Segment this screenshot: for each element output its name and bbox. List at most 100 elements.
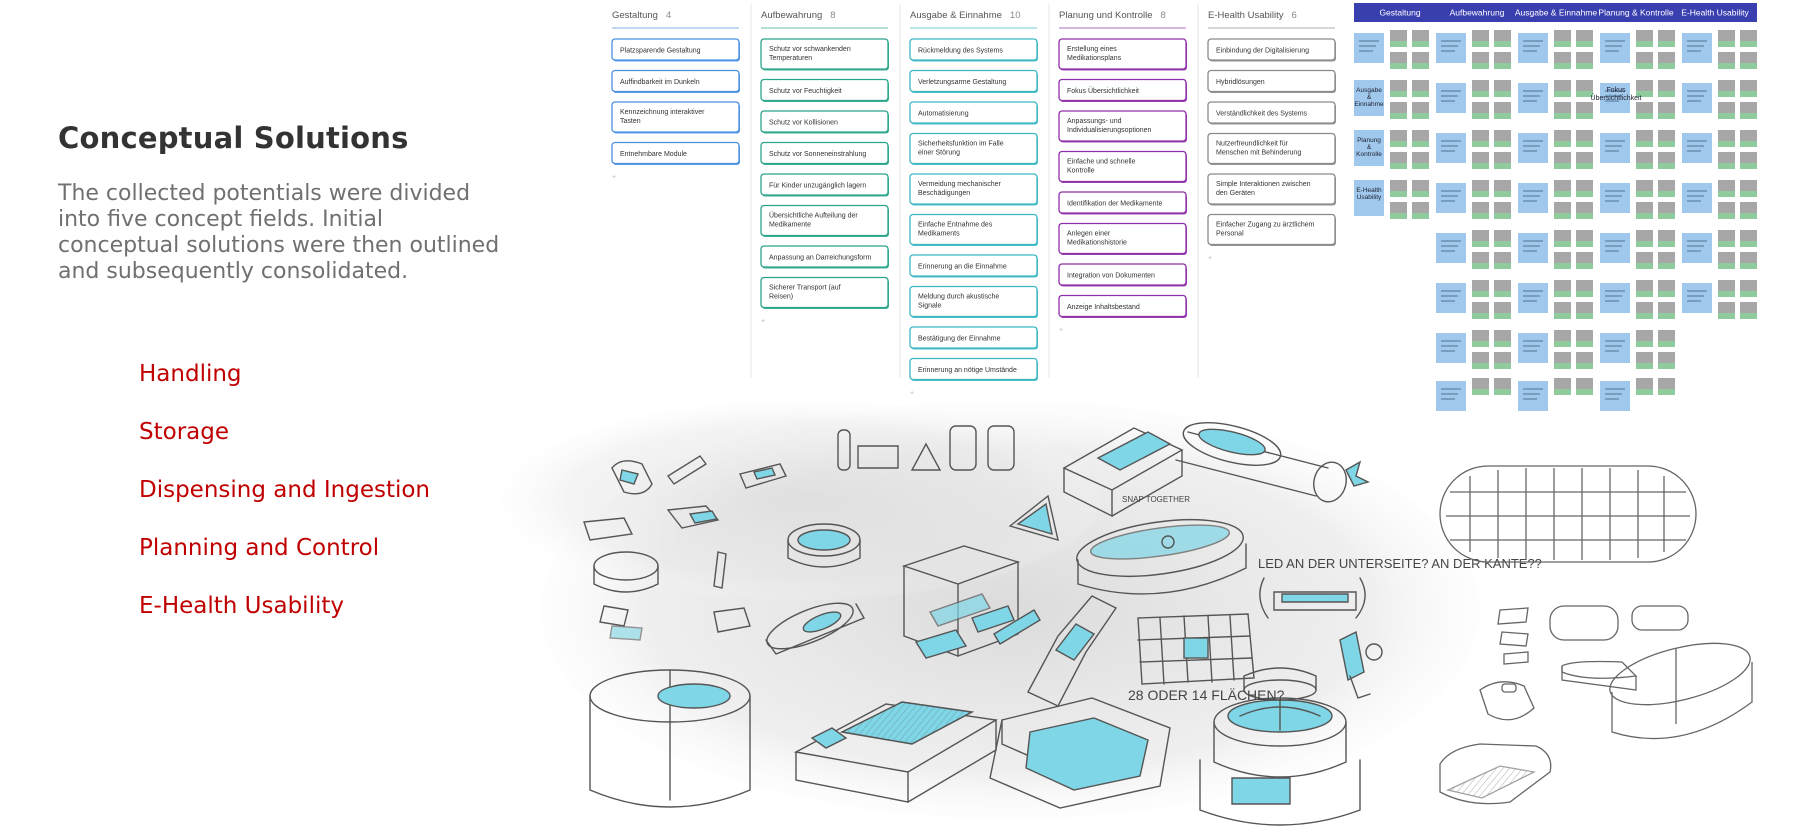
- board-card[interactable]: Entnehmbare Module: [611, 141, 740, 166]
- matrix-subnote[interactable]: [1718, 152, 1735, 169]
- matrix-subnote[interactable]: [1576, 230, 1593, 247]
- matrix-note[interactable]: [1518, 33, 1548, 63]
- matrix-subnote[interactable]: [1390, 30, 1407, 47]
- matrix-subnote[interactable]: [1636, 378, 1653, 395]
- matrix-subnote[interactable]: [1494, 180, 1511, 197]
- matrix-subnote[interactable]: [1740, 80, 1757, 97]
- column-add[interactable]: +: [1208, 255, 1212, 262]
- matrix-subnote[interactable]: [1472, 352, 1489, 369]
- matrix-subnote[interactable]: [1718, 202, 1735, 219]
- matrix-note[interactable]: [1436, 381, 1466, 411]
- matrix-subnote[interactable]: [1740, 230, 1757, 247]
- matrix-subnote[interactable]: [1494, 302, 1511, 319]
- matrix-note[interactable]: [1682, 233, 1712, 263]
- matrix-subnote[interactable]: [1740, 30, 1757, 47]
- matrix-subnote[interactable]: [1412, 152, 1429, 169]
- board-card[interactable]: Hybridlösungen: [1207, 69, 1336, 94]
- board-card[interactable]: Verletzungsarme Gestaltung: [909, 69, 1038, 94]
- matrix-subnote[interactable]: [1554, 130, 1571, 147]
- matrix-subnote[interactable]: [1412, 130, 1429, 147]
- matrix-note[interactable]: [1600, 183, 1630, 213]
- matrix-subnote[interactable]: [1554, 102, 1571, 119]
- matrix-subnote[interactable]: [1472, 280, 1489, 297]
- matrix-subnote[interactable]: [1494, 378, 1511, 395]
- matrix-subnote[interactable]: [1658, 52, 1675, 69]
- matrix-row-note[interactable]: [1354, 180, 1384, 216]
- matrix-row-note[interactable]: [1354, 80, 1384, 116]
- matrix-subnote[interactable]: [1472, 130, 1489, 147]
- matrix-subnote[interactable]: [1658, 378, 1675, 395]
- matrix-subnote[interactable]: [1472, 102, 1489, 119]
- column-add[interactable]: +: [910, 390, 914, 397]
- matrix-subnote[interactable]: [1636, 202, 1653, 219]
- matrix-subnote[interactable]: [1554, 230, 1571, 247]
- matrix-note[interactable]: [1436, 133, 1466, 163]
- matrix-note[interactable]: [1354, 83, 1384, 113]
- matrix-subnote[interactable]: [1412, 80, 1429, 97]
- matrix-subnote[interactable]: [1718, 80, 1735, 97]
- matrix-note[interactable]: [1518, 233, 1548, 263]
- matrix-subnote[interactable]: [1636, 30, 1653, 47]
- matrix-subnote[interactable]: [1494, 202, 1511, 219]
- matrix-note[interactable]: [1518, 83, 1548, 113]
- matrix-note[interactable]: [1682, 83, 1712, 113]
- matrix-subnote[interactable]: [1636, 280, 1653, 297]
- matrix-subnote[interactable]: [1494, 102, 1511, 119]
- matrix-subnote[interactable]: [1718, 280, 1735, 297]
- matrix-subnote[interactable]: [1576, 180, 1593, 197]
- matrix-subnote[interactable]: [1472, 202, 1489, 219]
- matrix-subnote[interactable]: [1472, 378, 1489, 395]
- matrix-subnote[interactable]: [1658, 230, 1675, 247]
- matrix-subnote[interactable]: [1576, 280, 1593, 297]
- matrix-subnote[interactable]: [1494, 52, 1511, 69]
- matrix-subnote[interactable]: [1718, 52, 1735, 69]
- matrix-subnote[interactable]: [1576, 152, 1593, 169]
- matrix-note[interactable]: [1518, 183, 1548, 213]
- matrix-subnote[interactable]: [1494, 330, 1511, 347]
- matrix-subnote[interactable]: [1636, 352, 1653, 369]
- matrix-subnote[interactable]: [1576, 352, 1593, 369]
- matrix-subnote[interactable]: [1554, 378, 1571, 395]
- matrix-subnote[interactable]: [1740, 130, 1757, 147]
- matrix-subnote[interactable]: [1494, 130, 1511, 147]
- matrix-note[interactable]: [1354, 183, 1384, 213]
- matrix-subnote[interactable]: [1636, 80, 1653, 97]
- matrix-note[interactable]: [1682, 133, 1712, 163]
- matrix-subnote[interactable]: [1658, 280, 1675, 297]
- matrix-note[interactable]: [1436, 233, 1466, 263]
- matrix-subnote[interactable]: [1554, 280, 1571, 297]
- matrix-note[interactable]: [1682, 283, 1712, 313]
- matrix-subnote[interactable]: [1658, 180, 1675, 197]
- matrix-subnote[interactable]: [1576, 52, 1593, 69]
- matrix-subnote[interactable]: [1740, 180, 1757, 197]
- board-card[interactable]: Erinnerung an die Einnahme: [909, 254, 1038, 278]
- matrix-subnote[interactable]: [1494, 352, 1511, 369]
- matrix-note[interactable]: [1600, 381, 1630, 411]
- matrix-note[interactable]: [1436, 183, 1466, 213]
- matrix-note[interactable]: [1518, 381, 1548, 411]
- matrix-subnote[interactable]: [1718, 102, 1735, 119]
- matrix-subnote[interactable]: [1740, 302, 1757, 319]
- matrix-subnote[interactable]: [1554, 52, 1571, 69]
- matrix-subnote[interactable]: [1554, 30, 1571, 47]
- matrix-subnote[interactable]: [1658, 152, 1675, 169]
- matrix-subnote[interactable]: [1658, 202, 1675, 219]
- matrix-subnote[interactable]: [1554, 302, 1571, 319]
- matrix-subnote[interactable]: [1472, 330, 1489, 347]
- matrix-subnote[interactable]: [1658, 80, 1675, 97]
- matrix-subnote[interactable]: [1494, 80, 1511, 97]
- matrix-subnote[interactable]: [1658, 352, 1675, 369]
- board-card[interactable]: Für Kinder unzugänglich lagern: [760, 173, 889, 197]
- matrix-subnote[interactable]: [1576, 252, 1593, 269]
- matrix-note[interactable]: [1354, 33, 1384, 63]
- board-card[interactable]: Einbindung der Digitalisierung: [1207, 38, 1336, 62]
- board-card[interactable]: Fokus Übersichtlichkeit: [1058, 78, 1187, 103]
- matrix-subnote[interactable]: [1390, 52, 1407, 69]
- matrix-subnote[interactable]: [1412, 30, 1429, 47]
- matrix-subnote[interactable]: [1390, 202, 1407, 219]
- matrix-subnote[interactable]: [1740, 202, 1757, 219]
- matrix-subnote[interactable]: [1636, 302, 1653, 319]
